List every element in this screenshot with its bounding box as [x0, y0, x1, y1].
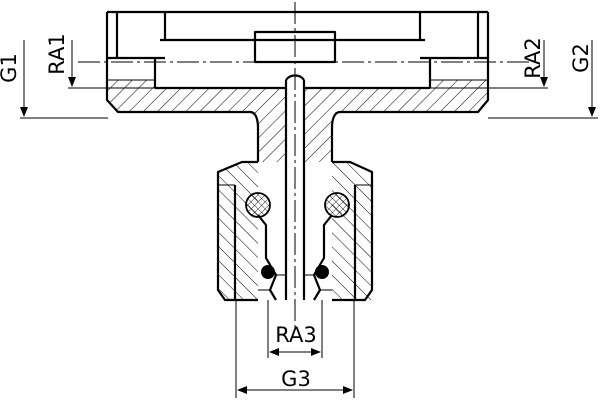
seal-left [261, 265, 275, 279]
label-g1: G1 [0, 53, 21, 83]
run-body-outline [105, 12, 490, 162]
dimension-lines [20, 40, 598, 398]
label-g2: G2 [569, 43, 593, 73]
label-g3: G3 [281, 367, 311, 391]
label-ra2: RA2 [521, 37, 545, 78]
label-ra1: RA1 [45, 33, 69, 74]
seal-right [315, 265, 329, 279]
label-ra3: RA3 [275, 323, 316, 347]
o-ring-right [324, 192, 350, 218]
o-ring-left [245, 192, 271, 218]
branch-nut-outline [216, 160, 374, 302]
